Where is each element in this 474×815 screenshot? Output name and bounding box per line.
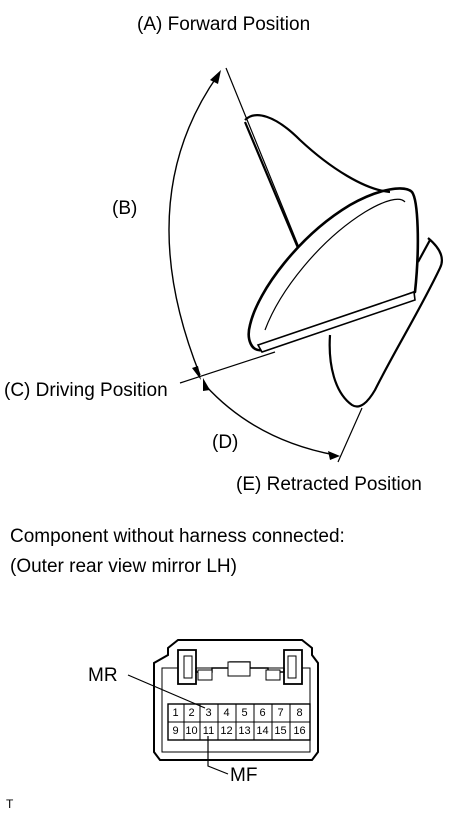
left-latch-inner bbox=[183, 655, 193, 679]
pin-number: 4 bbox=[223, 707, 230, 719]
forward-ghost-edge bbox=[243, 121, 300, 249]
pin-number: 12 bbox=[220, 725, 233, 737]
label-mr: MR bbox=[88, 665, 118, 686]
forward-line bbox=[225, 67, 301, 251]
pin-number: 8 bbox=[296, 707, 303, 719]
caption-line-2: (Outer rear view mirror LH) bbox=[10, 556, 237, 577]
right-latch-inner bbox=[287, 655, 297, 679]
arc-d bbox=[204, 384, 336, 456]
label-retracted-position: (E) Retracted Position bbox=[236, 474, 422, 495]
mr-leader bbox=[127, 674, 206, 709]
pin-number: 5 bbox=[241, 707, 248, 719]
pin-number: 6 bbox=[259, 707, 266, 719]
pin-number: 15 bbox=[274, 725, 287, 737]
label-mf: MF bbox=[230, 765, 258, 786]
mf-leader bbox=[207, 736, 229, 775]
arrowhead-e bbox=[328, 451, 340, 460]
pin-number: 3 bbox=[205, 707, 212, 719]
forward-ghost-mirror bbox=[244, 114, 391, 194]
retracted-ghost-edge bbox=[417, 239, 431, 263]
pin-number: 14 bbox=[256, 725, 269, 737]
pin-number: 1 bbox=[172, 707, 179, 719]
key-right-block bbox=[265, 669, 281, 681]
pin-number: 11 bbox=[202, 725, 215, 737]
label-driving-position: (C) Driving Position bbox=[4, 380, 168, 401]
retracted-line bbox=[337, 407, 363, 463]
arrowhead-c-lower bbox=[203, 378, 210, 391]
pin-number: 16 bbox=[293, 725, 306, 737]
mirror-housing bbox=[247, 187, 420, 352]
pin-number: 7 bbox=[277, 707, 284, 719]
label-d: (D) bbox=[212, 432, 239, 453]
retracted-ghost-mirror bbox=[328, 237, 444, 408]
arc-b bbox=[168, 74, 219, 376]
arrowhead-a bbox=[210, 70, 221, 84]
pin-number: 13 bbox=[238, 725, 251, 737]
pin-number: 2 bbox=[188, 707, 195, 719]
corner-mark: T bbox=[6, 797, 14, 811]
label-b: (B) bbox=[112, 198, 138, 219]
key-left-block bbox=[197, 669, 213, 681]
key-center-block bbox=[227, 661, 251, 677]
pin-number: 10 bbox=[185, 725, 198, 737]
pin-number: 9 bbox=[172, 725, 179, 737]
caption-line-1: Component without harness connected: bbox=[10, 526, 345, 547]
mirror-base-strip bbox=[256, 290, 416, 353]
driving-line bbox=[179, 351, 276, 384]
label-forward-position: (A) Forward Position bbox=[137, 14, 311, 35]
mirror-glass-edge bbox=[264, 198, 406, 331]
